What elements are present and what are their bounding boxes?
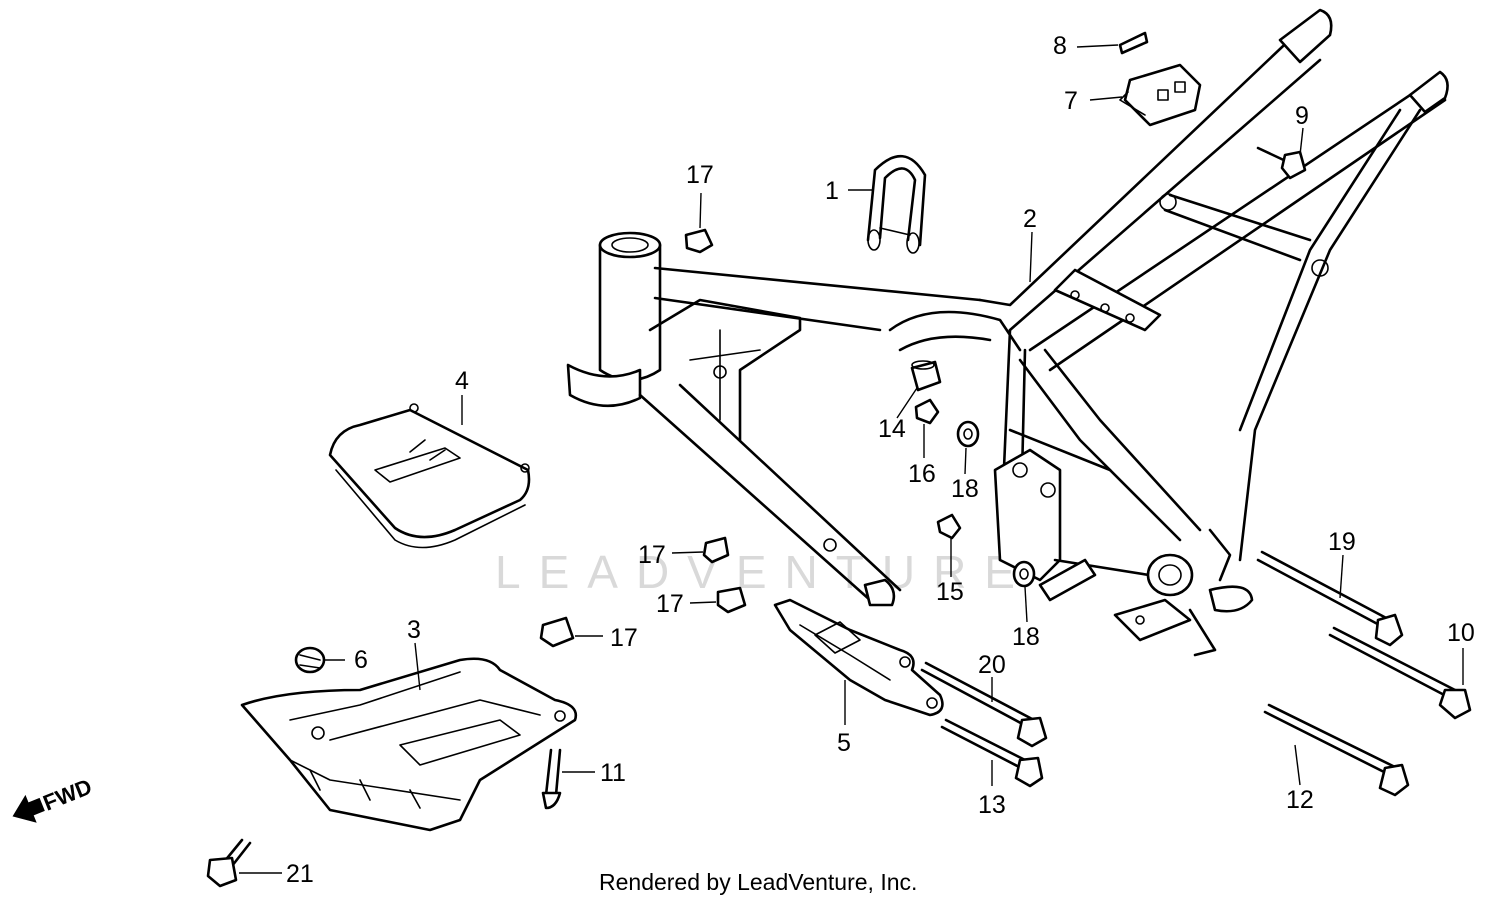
- arrow-left-icon: [12, 794, 45, 823]
- small-bolt-part[interactable]: [1256, 146, 1307, 180]
- callouts: 1 2 3 4 5 6 7 8 9 10 11 12 13 14 15 16 1…: [286, 32, 1475, 888]
- engine-plate-part[interactable]: [773, 598, 944, 717]
- clip-part[interactable]: [1118, 31, 1149, 55]
- callout-17c: 17: [656, 590, 684, 618]
- callout-16: 16: [908, 460, 936, 488]
- leader-lines: [239, 44, 1464, 874]
- callout-2: 2: [1023, 205, 1037, 233]
- callout-19: 19: [1328, 528, 1356, 556]
- washer-18-upper-part[interactable]: [956, 420, 980, 448]
- callout-17d: 17: [610, 624, 638, 652]
- callout-6: 6: [354, 646, 368, 674]
- callout-10: 10: [1447, 619, 1475, 647]
- callout-20: 20: [978, 651, 1006, 679]
- flange-bolt-part[interactable]: [206, 838, 252, 888]
- callout-17b: 17: [638, 541, 666, 569]
- connector-part[interactable]: [1119, 63, 1202, 127]
- nut-17-top-part[interactable]: [684, 228, 714, 254]
- callout-9: 9: [1295, 102, 1309, 130]
- skid-plate-part[interactable]: [240, 657, 578, 832]
- nut-17-left-part[interactable]: [539, 616, 575, 648]
- callout-17a: 17: [686, 161, 714, 189]
- callout-11: 11: [600, 759, 626, 787]
- callout-13: 13: [978, 791, 1006, 819]
- screw-part[interactable]: [541, 748, 562, 810]
- bolt-10-part[interactable]: [1328, 626, 1472, 720]
- nut-15-part[interactable]: [936, 513, 962, 540]
- seat-pad-part[interactable]: [328, 403, 531, 549]
- frame-part[interactable]: [566, 8, 1449, 657]
- nut-16-part[interactable]: [914, 398, 940, 425]
- callout-8: 8: [1053, 32, 1067, 60]
- callout-18a: 18: [951, 475, 979, 503]
- bolt-20-part[interactable]: [920, 661, 1048, 748]
- collar-14-part[interactable]: [910, 360, 942, 392]
- clamp-bracket-part[interactable]: [866, 154, 927, 254]
- bolt-12-part[interactable]: [1263, 703, 1410, 797]
- callout-1: 1: [825, 177, 839, 205]
- callout-14: 14: [878, 415, 906, 443]
- nut-17-mid-part[interactable]: [702, 536, 730, 564]
- fwd-label: FWD: [40, 774, 96, 816]
- callout-21: 21: [286, 860, 314, 888]
- callout-5: 5: [837, 729, 851, 757]
- callout-18b: 18: [1012, 623, 1040, 651]
- watermark-text: LEADVENTURE: [495, 546, 1033, 598]
- fwd-direction-arrow: FWD: [12, 774, 96, 823]
- callout-7: 7: [1064, 87, 1078, 115]
- callout-4: 4: [455, 367, 469, 395]
- bolt-19-part[interactable]: [1256, 550, 1404, 647]
- callout-12: 12: [1286, 786, 1314, 814]
- washer-18-lower-part[interactable]: [1012, 560, 1036, 588]
- bolt-13-part[interactable]: [940, 718, 1044, 788]
- callout-3: 3: [407, 616, 421, 644]
- nut-17-low-part[interactable]: [716, 586, 747, 614]
- grommet-part[interactable]: [294, 646, 326, 674]
- credit-text: Rendered by LeadVenture, Inc.: [599, 869, 917, 895]
- callout-15: 15: [936, 578, 964, 606]
